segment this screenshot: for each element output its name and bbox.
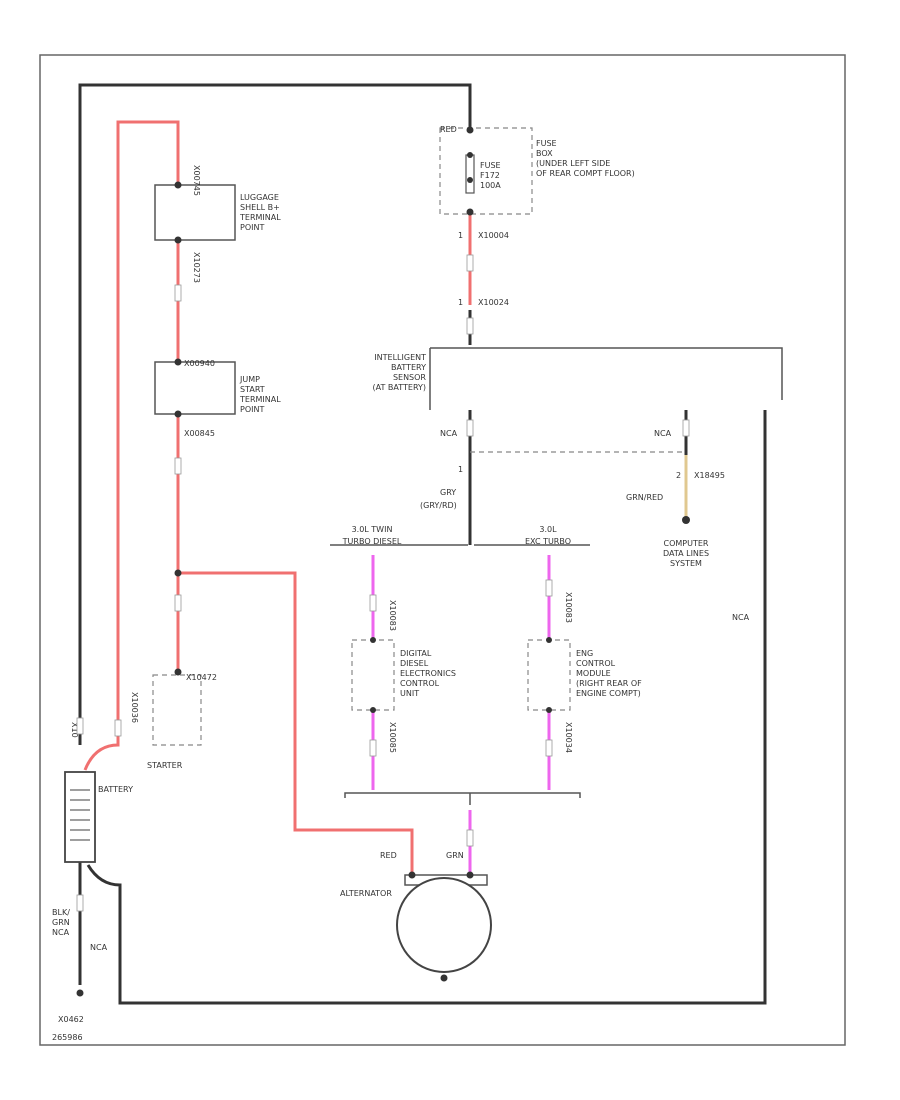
battery-label: BATTERY bbox=[98, 785, 133, 794]
splice-x10273: X10273 bbox=[192, 252, 201, 283]
wire-color-nca-right: NCA bbox=[732, 613, 750, 622]
battery-body bbox=[64, 771, 96, 863]
ibs-outline bbox=[429, 347, 783, 410]
wire-color-nca-bat: NCA bbox=[90, 943, 108, 952]
splice-x10472: X10472 bbox=[186, 673, 217, 682]
wire-ground-loop bbox=[78, 83, 472, 745]
wire-color-nca-ibs: NCA bbox=[440, 429, 458, 438]
pin-1a: 1 bbox=[458, 231, 463, 240]
module-bracket bbox=[344, 792, 581, 805]
pin-1b: 1 bbox=[458, 298, 463, 307]
pin-2-comp: 2 bbox=[676, 471, 681, 480]
connector-ddecu-out: X10085 bbox=[388, 722, 397, 753]
fuse-box bbox=[439, 127, 533, 215]
wire-battery-positive bbox=[83, 120, 180, 771]
wire-color-grn-alt: GRN bbox=[446, 851, 464, 860]
connection-dots bbox=[76, 126, 690, 997]
jump-terminal-box bbox=[154, 361, 236, 415]
starter-box bbox=[152, 674, 202, 746]
connector-ibs-stub: X10036 bbox=[130, 692, 139, 723]
wire-color-red-alt: RED bbox=[380, 851, 397, 860]
ground-label: X0462 bbox=[58, 1015, 84, 1024]
ddecu-box bbox=[351, 639, 395, 711]
fuse-f172 bbox=[465, 154, 475, 194]
wire-color-red-fuse: RED bbox=[440, 125, 457, 134]
wire-tags bbox=[76, 254, 690, 912]
battery-cells bbox=[70, 789, 90, 841]
splice-x00845: X00845 bbox=[184, 429, 215, 438]
wire-to-alternator bbox=[178, 571, 414, 875]
wire-color-nca-comp: NCA bbox=[654, 429, 672, 438]
battery-pin: X10 bbox=[70, 722, 79, 738]
connector-x10004: X10004 bbox=[478, 231, 509, 240]
connector-ddecu-in: X10083 bbox=[388, 600, 397, 631]
splice-x00745: X00745 bbox=[192, 165, 201, 196]
diagram-id: 265986 bbox=[52, 1033, 83, 1042]
wire-color-gry-red: (GRY/RD) bbox=[420, 501, 457, 510]
connector-ecm-out: X10034 bbox=[564, 722, 573, 753]
starter-label: STARTER bbox=[147, 761, 183, 770]
ecm-box bbox=[527, 639, 571, 711]
wire-color-gry: GRY bbox=[440, 488, 456, 497]
alternator-body bbox=[396, 877, 492, 973]
connector-ecm-in: X10083 bbox=[564, 592, 573, 623]
luggage-terminal-box bbox=[154, 184, 236, 241]
wire-color-grn-red: GRN/RED bbox=[626, 493, 663, 502]
connector-x18495: X18495 bbox=[694, 471, 725, 480]
pin-1-ibs: 1 bbox=[458, 465, 463, 474]
wire-ground-return bbox=[86, 410, 767, 1005]
connector-x10024: X10024 bbox=[478, 298, 509, 307]
alternator-label: ALTERNATOR bbox=[340, 889, 392, 898]
diagram-frame bbox=[39, 54, 846, 1046]
splice-x00940: X00940 bbox=[184, 359, 215, 368]
